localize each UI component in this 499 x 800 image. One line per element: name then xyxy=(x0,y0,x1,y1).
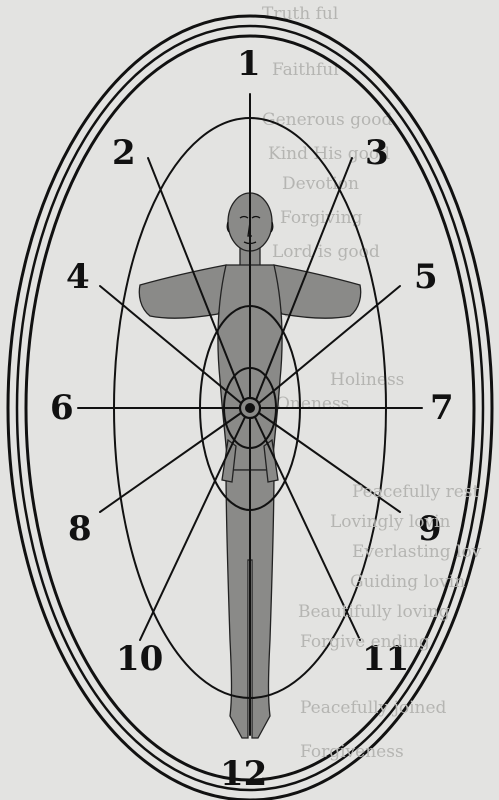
bleed-line: Lovingly lovin xyxy=(330,510,451,534)
bleed-line: Peacefully rest xyxy=(352,480,479,504)
label-6: 6 xyxy=(50,388,74,428)
label-8: 8 xyxy=(68,509,92,549)
center-dot xyxy=(246,404,254,412)
bleed-line: Beautifully loving xyxy=(298,600,450,624)
bleed-line: Forgive ending xyxy=(300,630,430,654)
label-7: 7 xyxy=(430,388,454,428)
bleed-line: Peacefully joined xyxy=(300,696,446,720)
label-2: 2 xyxy=(112,133,136,173)
ray-8 xyxy=(100,413,241,512)
bleed-line: Everlasting lov xyxy=(352,540,481,564)
label-12: 12 xyxy=(220,754,267,794)
bleed-line: Forgiveness xyxy=(300,740,404,764)
label-5: 5 xyxy=(414,257,438,297)
label-1: 1 xyxy=(237,44,261,84)
label-3: 3 xyxy=(365,133,389,173)
bleed-line: Guiding lovin xyxy=(350,570,465,594)
label-10: 10 xyxy=(116,639,163,679)
label-4: 4 xyxy=(66,257,90,297)
